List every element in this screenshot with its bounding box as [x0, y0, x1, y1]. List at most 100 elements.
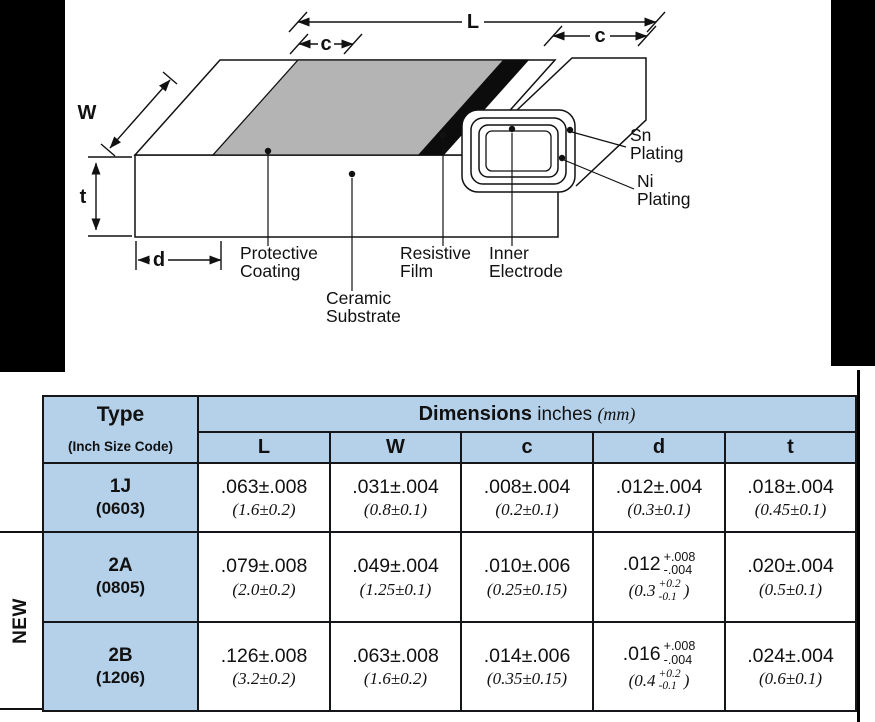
- dim-label-t: t: [80, 186, 87, 208]
- label-resistive-line2: Film: [400, 261, 433, 281]
- label-ni-line2: Plating: [637, 189, 691, 209]
- cell-2b-d: .016 +.008 -.004 (0.4 +0.2 -0.1 ): [592, 621, 726, 712]
- table-row-2a: 2A (0805) .079±.008 (2.0±0.2) .049±.004 …: [42, 531, 858, 623]
- inch-tolerance-stack: +.008 -.004: [663, 639, 696, 668]
- inch-value: .031±.004: [352, 475, 439, 498]
- dim-L-ext-left: [288, 11, 308, 33]
- cell-2a-L: .079±.008 (2.0±0.2): [197, 531, 331, 623]
- cell-2b-t: .024±.004 (0.6±0.1): [723, 621, 858, 712]
- inch-size-code: (0805): [95, 578, 146, 598]
- tol-minus: -.004: [663, 563, 693, 578]
- label-resistive-line1: Resistive: [400, 243, 471, 263]
- mm-base: (0.4: [628, 670, 656, 690]
- mm-tolerance-stack: +0.2 -0.1: [659, 668, 681, 693]
- mm-value: (0.6±0.1): [758, 669, 823, 689]
- col-header-L: L: [197, 431, 331, 464]
- mm-value: (0.5±0.1): [758, 579, 823, 599]
- dim-cL-ext-left: [289, 33, 309, 55]
- mm-value: (1.6±0.2): [232, 500, 296, 520]
- ceramic-core-ring: [485, 130, 552, 172]
- tol-minus: -.004: [663, 652, 693, 667]
- type-header: Type: [96, 403, 145, 426]
- mm-tolerance-stack: +0.2 -0.1: [659, 578, 681, 603]
- inch-value: .008±.004: [483, 475, 571, 498]
- dim-W-arrow-high: [139, 79, 171, 115]
- page-black-bar-left: [0, 0, 65, 372]
- cell-1j-d: .012±.004 (0.3±0.1): [592, 462, 726, 533]
- inch-value: .049±.004: [352, 555, 439, 578]
- inch-value: .079±.008: [220, 555, 308, 578]
- dimensions-units: inches: [537, 403, 593, 425]
- inch-value: .012 +.008 -.004: [596, 550, 722, 579]
- mm-value: (0.3±0.1): [627, 500, 691, 520]
- chip-resistor-diagram: L c c W t d Protective Coating Ceramic: [0, 0, 875, 372]
- dot-ni-plating: [558, 154, 566, 162]
- cell-2a-t: .020±.004 (0.5±0.1): [723, 531, 858, 623]
- inch-size-code: (0603): [95, 498, 146, 518]
- mm-value: (1.25±0.1): [359, 579, 432, 599]
- inch-value: .020±.004: [747, 555, 834, 578]
- cell-2a-d: .012 +.008 -.004 (0.3 +0.2 -0.1 ): [592, 531, 726, 623]
- label-protective-line2: Coating: [240, 261, 300, 281]
- dim-label-c-left: c: [320, 33, 331, 55]
- dimensions-mm: (mm): [597, 403, 636, 424]
- termination-cross-section: [461, 109, 576, 193]
- part-labels: Protective Coating Ceramic Substrate Res…: [240, 125, 691, 326]
- dim-cL-ext-right: [343, 33, 363, 55]
- label-protective-line1: Protective: [240, 243, 318, 263]
- mm-value: (0.45±0.1): [754, 500, 827, 520]
- cell-2a-c: .010±.006 (0.25±0.15): [460, 531, 594, 623]
- dim-label-d: d: [153, 249, 165, 271]
- cell-1j-c: .008±.004 (0.2±0.1): [460, 462, 594, 533]
- col-header-c: c: [460, 431, 594, 464]
- end-cap-fill: [515, 58, 646, 186]
- dim-cR-ext-left: [543, 25, 563, 47]
- mm-value: (0.3 +0.2 -0.1 ): [596, 578, 722, 603]
- label-ceramic-line2: Substrate: [326, 306, 401, 326]
- type-subheader: (Inch Size Code): [67, 439, 173, 454]
- dimension-arrows: [88, 11, 666, 270]
- cell-1j-t: .018±.004 (0.45±0.1): [723, 462, 858, 533]
- col-header-t: t: [723, 431, 858, 464]
- mm-value: (0.8±0.1): [363, 500, 428, 520]
- dim-cR-ext-right: [637, 25, 657, 47]
- label-ceramic-line1: Ceramic: [326, 288, 391, 308]
- tol-plus: +0.2: [658, 578, 681, 591]
- mm-value: (3.2±0.2): [232, 669, 296, 689]
- dim-label-W: W: [78, 102, 97, 124]
- resistive-film-shape: [418, 60, 529, 155]
- type-cell-1j: 1J (0603): [42, 462, 199, 533]
- leader-sn-plating: [571, 131, 627, 148]
- leader-ni-plating: [563, 159, 635, 190]
- mm-value: (0.25±0.15): [486, 579, 568, 599]
- type-cell-2b: 2B (1206): [42, 621, 199, 712]
- cell-2b-L: .126±.008 (3.2±0.2): [197, 621, 331, 712]
- cell-1j-L: .063±.008 (1.6±0.2): [197, 462, 331, 533]
- mm-value: (1.6±0.2): [363, 669, 428, 689]
- tol-minus: -0.1: [658, 680, 677, 693]
- inch-tolerance-stack: +.008 -.004: [663, 550, 696, 579]
- mm-value: (0.4 +0.2 -0.1 ): [596, 668, 722, 693]
- dot-ceramic-substrate: [348, 170, 356, 178]
- label-sn-line1: Sn: [630, 125, 651, 145]
- dim-W-ext-low: [100, 143, 116, 157]
- inch-value: .063±.008: [220, 475, 308, 498]
- label-sn-line2: Plating: [630, 143, 684, 163]
- inch-value: .016 +.008 -.004: [596, 639, 722, 668]
- col-header-d: d: [592, 431, 726, 464]
- type-code: 2B: [108, 644, 133, 666]
- column-header-row: L W c d t: [43, 431, 858, 464]
- inch-value: .126±.008: [220, 644, 308, 667]
- type-code: 1J: [109, 475, 132, 497]
- dimensions-table: Type (Inch Size Code) Dimensions inches …: [42, 395, 858, 712]
- inch-value: .024±.004: [747, 644, 834, 667]
- end-cap-outline: [514, 57, 647, 187]
- end-cap: [514, 57, 647, 187]
- inch-base: .012: [622, 553, 661, 576]
- dim-W-ext-high: [162, 71, 178, 85]
- dim-label-c-right: c: [594, 25, 605, 47]
- dim-L-ext-right: [646, 11, 666, 33]
- cell-2a-W: .049±.004 (1.25±0.1): [329, 531, 462, 623]
- dim-W-arrow-low: [109, 113, 141, 149]
